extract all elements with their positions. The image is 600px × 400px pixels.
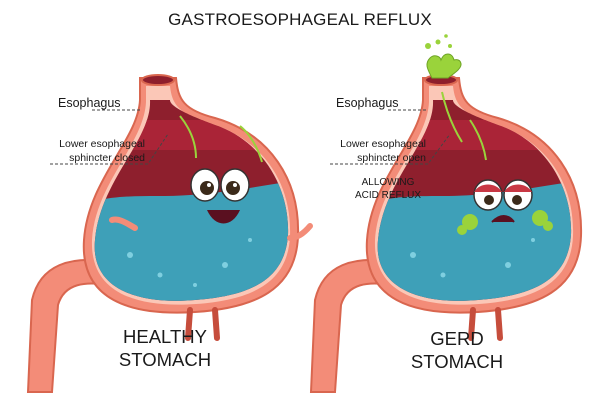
healthy-face (190, 168, 250, 224)
healthy-acid (94, 180, 289, 301)
healthy-sphincter-label: Lower esophageal sphincter closed (40, 137, 145, 165)
gerd-right-leg (495, 307, 503, 341)
gerd-esophagus-label: Esophagus (336, 96, 399, 110)
gerd-sphincter-label-line2: sphincter open (357, 152, 426, 165)
gerd-acid (377, 180, 572, 301)
gerd-stomach-title-line1: GERD (430, 328, 484, 349)
healthy-left-leg (185, 307, 193, 341)
gerd-reflux-note: ALLOWING ACID REFLUX (338, 176, 438, 202)
healthy-right-arm (287, 223, 313, 241)
healthy-stomach-title: HEALTHY STOMACH (110, 326, 220, 371)
healthy-closed-sphincter (179, 115, 197, 159)
healthy-duodenum (26, 258, 116, 393)
gerd-sphincter-label-line1: Lower esophageal (340, 138, 426, 150)
page-title: GASTROESOPHAGEAL REFLUX (168, 10, 432, 29)
healthy-sphincter-label-line1: Lower esophageal (59, 138, 145, 150)
gerd-left-leg (468, 307, 476, 341)
gerd-duodenum (309, 258, 399, 393)
gerd-stomach-title-line2: STOMACH (410, 350, 504, 372)
healthy-esophagus-label: Esophagus (58, 96, 121, 110)
healthy-sphincter-label-line2: sphincter closed (69, 152, 145, 165)
gerd-stomach-title: GERD STOMACH (402, 328, 512, 373)
gerd-reflux-note-line1: ALLOWING (361, 177, 415, 188)
healthy-right-leg (212, 307, 220, 341)
healthy-esophagus-opening (141, 74, 175, 86)
gerd-reflux-note-line2: ACID REFLUX (354, 190, 422, 201)
gerd-sphincter-leader (330, 133, 451, 165)
healthy-sphincter-leader (50, 133, 169, 165)
gerd-open-sphincter (441, 91, 463, 143)
gerd-acid-puff-left (462, 214, 478, 230)
gerd-face (473, 179, 533, 223)
gerd-sphincter-label: Lower esophageal sphincter open (320, 137, 426, 165)
healthy-left-arm (109, 216, 138, 231)
acid-reflux-splash (425, 34, 462, 79)
gerd-acid-puff-right (532, 210, 548, 226)
healthy-stomach-title-line1: HEALTHY (123, 326, 207, 347)
healthy-stomach-title-line2: STOMACH (118, 348, 212, 370)
